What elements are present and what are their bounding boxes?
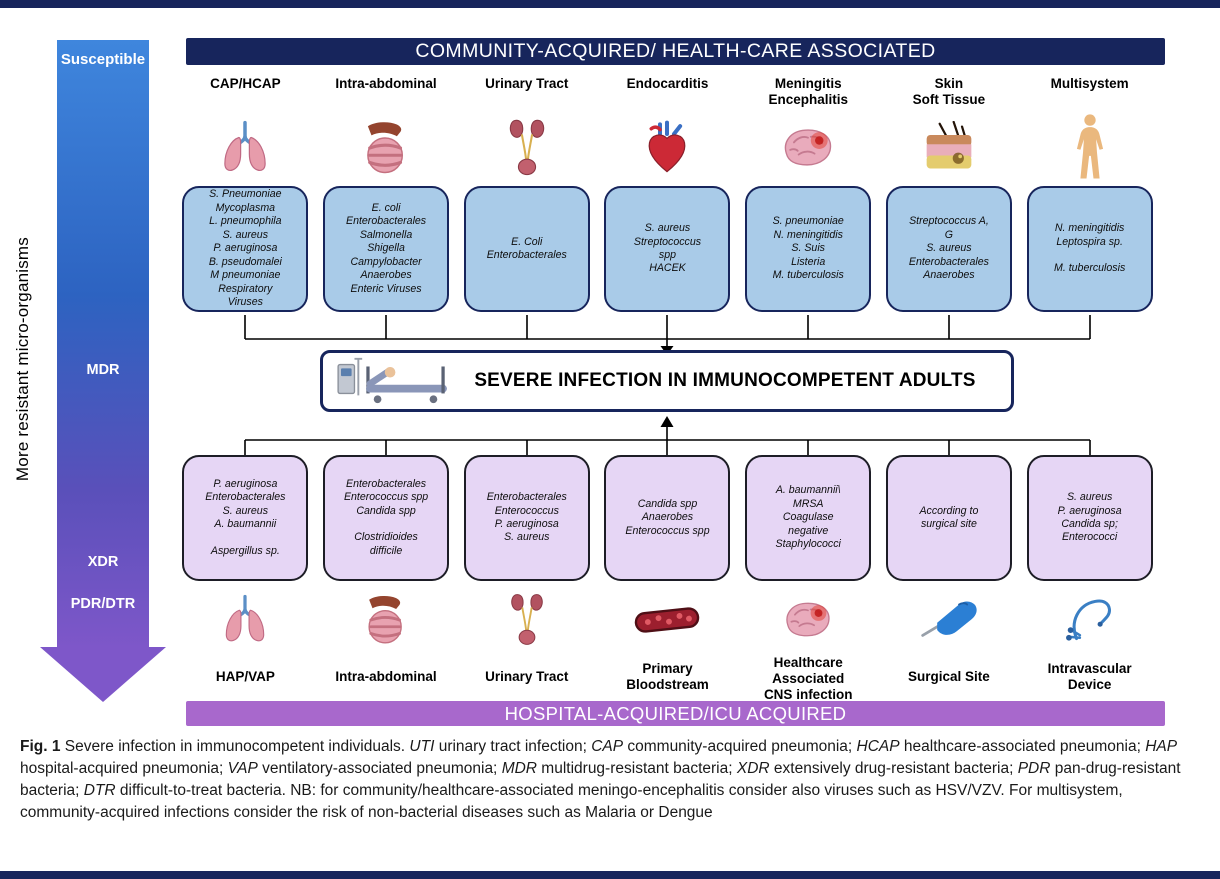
brain-icon: [778, 110, 838, 186]
hospital-organisms-box: Candida spp Anaerobes Enterococcus spp: [604, 455, 731, 581]
column-label: Surgical Site: [908, 668, 990, 684]
hospital-organisms-box: According to surgical site: [885, 455, 1012, 581]
skin-icon: [921, 110, 977, 186]
column-title: Multisystem: [1050, 76, 1129, 91]
hospital-organisms-box: Enterobacterales Enterococcus spp Candid…: [323, 455, 450, 581]
intestines-icon: [357, 110, 415, 186]
hospital-organisms-box: P. aeruginosa Enterobacterales S. aureus…: [182, 455, 309, 581]
organism-list: P. aeruginosa Enterobacterales S. aureus…: [205, 477, 286, 557]
intestines-icon: [359, 585, 413, 655]
organism-list: E. Coli Enterobacterales: [486, 235, 567, 261]
brain-icon: [780, 585, 836, 655]
community-header-bar: COMMUNITY-ACQUIRED/ HEALTH-CARE ASSOCIAT…: [186, 38, 1165, 65]
urinary-tract-icon: [503, 110, 551, 186]
community-column-meningitis: Meningitis Encephalitis S. pneumoniae N.…: [738, 76, 879, 312]
organism-list: S. pneumoniae N. meningitidis S. Suis Li…: [772, 215, 844, 282]
community-column-urinary-tract: Urinary Tract E. Coli Enterobacterales: [456, 76, 597, 312]
column-label: Intravascular Device: [1047, 660, 1132, 692]
column-title: Endocarditis: [626, 76, 709, 91]
hospital-column-surgical-site: According to surgical site Surgical Site: [879, 455, 1020, 704]
community-header-text: COMMUNITY-ACQUIRED/ HEALTH-CARE ASSOCIAT…: [415, 40, 936, 62]
heart-icon: [639, 110, 695, 186]
resistance-gradient-arrow: Susceptible MDR XDR PDR/DTR: [40, 40, 166, 702]
bottom-border-strip: [0, 871, 1220, 879]
community-organisms-box: S. pneumoniae N. meningitidis S. Suis Li…: [745, 186, 872, 312]
hospital-column-cns-infection: A. baumannii\ MRSA Coagulase negative St…: [738, 455, 879, 704]
hospital-organisms-box: S. aureus P. aeruginosa Candida sp; Ente…: [1026, 455, 1153, 581]
hospital-bed-icon: [335, 353, 451, 410]
figure-caption: Fig. 1 Severe infection in immunocompete…: [20, 738, 1181, 821]
column-label: Healthcare Associated CNS infection: [763, 655, 853, 703]
community-organisms-box: S. Pneumoniae Mycoplasma L. pneumophila …: [182, 186, 309, 312]
surgical-hand-icon: [919, 585, 979, 655]
community-column-skin: Skin Soft Tissue Streptococcus A, G S. a…: [879, 76, 1020, 312]
column-label: HAP/VAP: [215, 668, 275, 684]
lungs-icon: [217, 110, 273, 186]
column-label: Primary Bloodstream: [626, 660, 709, 692]
organism-list: S. aureus Streptococcus spp HACEK: [633, 222, 702, 275]
organism-list: A. baumannii\ MRSA Coagulase negative St…: [775, 484, 841, 551]
hospital-column-primary-bloodstream: Candida spp Anaerobes Enterococcus spp P…: [597, 455, 738, 704]
community-column-multisystem: Multisystem N. meningitidis Leptospira s…: [1019, 76, 1160, 312]
arrow-label-mdr: MDR: [86, 362, 120, 378]
column-title: Urinary Tract: [485, 76, 569, 91]
hospital-header-bar: HOSPITAL-ACQUIRED/ICU ACQUIRED: [186, 701, 1165, 726]
organism-list: According to surgical site: [919, 504, 979, 530]
community-column-cap-hcap: CAP/HCAP S. Pneumoniae Mycoplasma L. pne…: [175, 76, 316, 312]
arrow-body: [57, 40, 149, 648]
community-column-endocarditis: Endocarditis S. aureus Streptococcus spp…: [597, 76, 738, 312]
community-column-intra-abdominal: Intra-abdominal E. coli Enterobacterales…: [316, 76, 457, 312]
organism-list: S. Pneumoniae Mycoplasma L. pneumophila …: [208, 188, 282, 309]
top-border-strip: [0, 0, 1220, 8]
central-box-label: SEVERE INFECTION IN IMMUNOCOMPETENT ADUL…: [474, 370, 976, 391]
community-organisms-box: S. aureus Streptococcus spp HACEK: [604, 186, 731, 312]
arrow-label-pdr-dtr: PDR/DTR: [70, 596, 136, 612]
hospital-columns: P. aeruginosa Enterobacterales S. aureus…: [175, 455, 1160, 704]
hospital-column-intravascular-device: S. aureus P. aeruginosa Candida sp; Ente…: [1019, 455, 1160, 704]
organism-list: S. aureus P. aeruginosa Candida sp; Ente…: [1057, 491, 1122, 544]
community-columns: CAP/HCAP S. Pneumoniae Mycoplasma L. pne…: [175, 76, 1160, 312]
hospital-column-urinary-tract: Enterobacterales Enterococcus P. aerugin…: [456, 455, 597, 704]
column-label: Urinary Tract: [485, 668, 569, 684]
community-organisms-box: E. Coli Enterobacterales: [463, 186, 590, 312]
organism-list: Streptococcus A, G S. aureus Enterobacte…: [908, 215, 989, 282]
column-title: Skin Soft Tissue: [912, 76, 986, 108]
organism-list: Enterobacterales Enterococcus spp Candid…: [343, 477, 429, 557]
arrow-label-susceptible: Susceptible: [60, 51, 146, 68]
blood-vessel-icon: [634, 585, 700, 655]
column-title: CAP/HCAP: [210, 76, 281, 91]
iv-device-icon: [1063, 585, 1117, 655]
arrow-head-icon: [40, 647, 166, 702]
hospital-organisms-box: Enterobacterales Enterococcus P. aerugin…: [463, 455, 590, 581]
hospital-column-hap-vap: P. aeruginosa Enterobacterales S. aureus…: [175, 455, 316, 704]
human-body-icon: [1074, 110, 1106, 186]
organism-list: Enterobacterales Enterococcus P. aerugin…: [486, 491, 567, 544]
column-title: Intra-abdominal: [335, 76, 437, 91]
organism-list: N. meningitidis Leptospira sp. M. tuberc…: [1054, 222, 1126, 275]
hospital-organisms-box: A. baumannii\ MRSA Coagulase negative St…: [745, 455, 872, 581]
lungs-icon: [219, 585, 271, 655]
organism-list: E. coli Enterobacterales Salmonella Shig…: [346, 201, 427, 295]
urinary-tract-icon: [505, 585, 549, 655]
community-organisms-box: N. meningitidis Leptospira sp. M. tuberc…: [1026, 186, 1153, 312]
community-organisms-box: E. coli Enterobacterales Salmonella Shig…: [323, 186, 450, 312]
arrow-label-xdr: XDR: [87, 554, 119, 570]
hospital-header-text: HOSPITAL-ACQUIRED/ICU ACQUIRED: [504, 702, 847, 724]
organism-list: Candida spp Anaerobes Enterococcus spp: [625, 497, 710, 537]
resistance-axis-label: More resistant micro-organisms: [13, 237, 32, 482]
central-box: SEVERE INFECTION IN IMMUNOCOMPETENT ADUL…: [320, 350, 1014, 412]
column-title: Meningitis Encephalitis: [768, 76, 848, 108]
hospital-column-intra-abdominal: Enterobacterales Enterococcus spp Candid…: [316, 455, 457, 704]
community-organisms-box: Streptococcus A, G S. aureus Enterobacte…: [885, 186, 1012, 312]
column-label: Intra-abdominal: [335, 668, 437, 684]
